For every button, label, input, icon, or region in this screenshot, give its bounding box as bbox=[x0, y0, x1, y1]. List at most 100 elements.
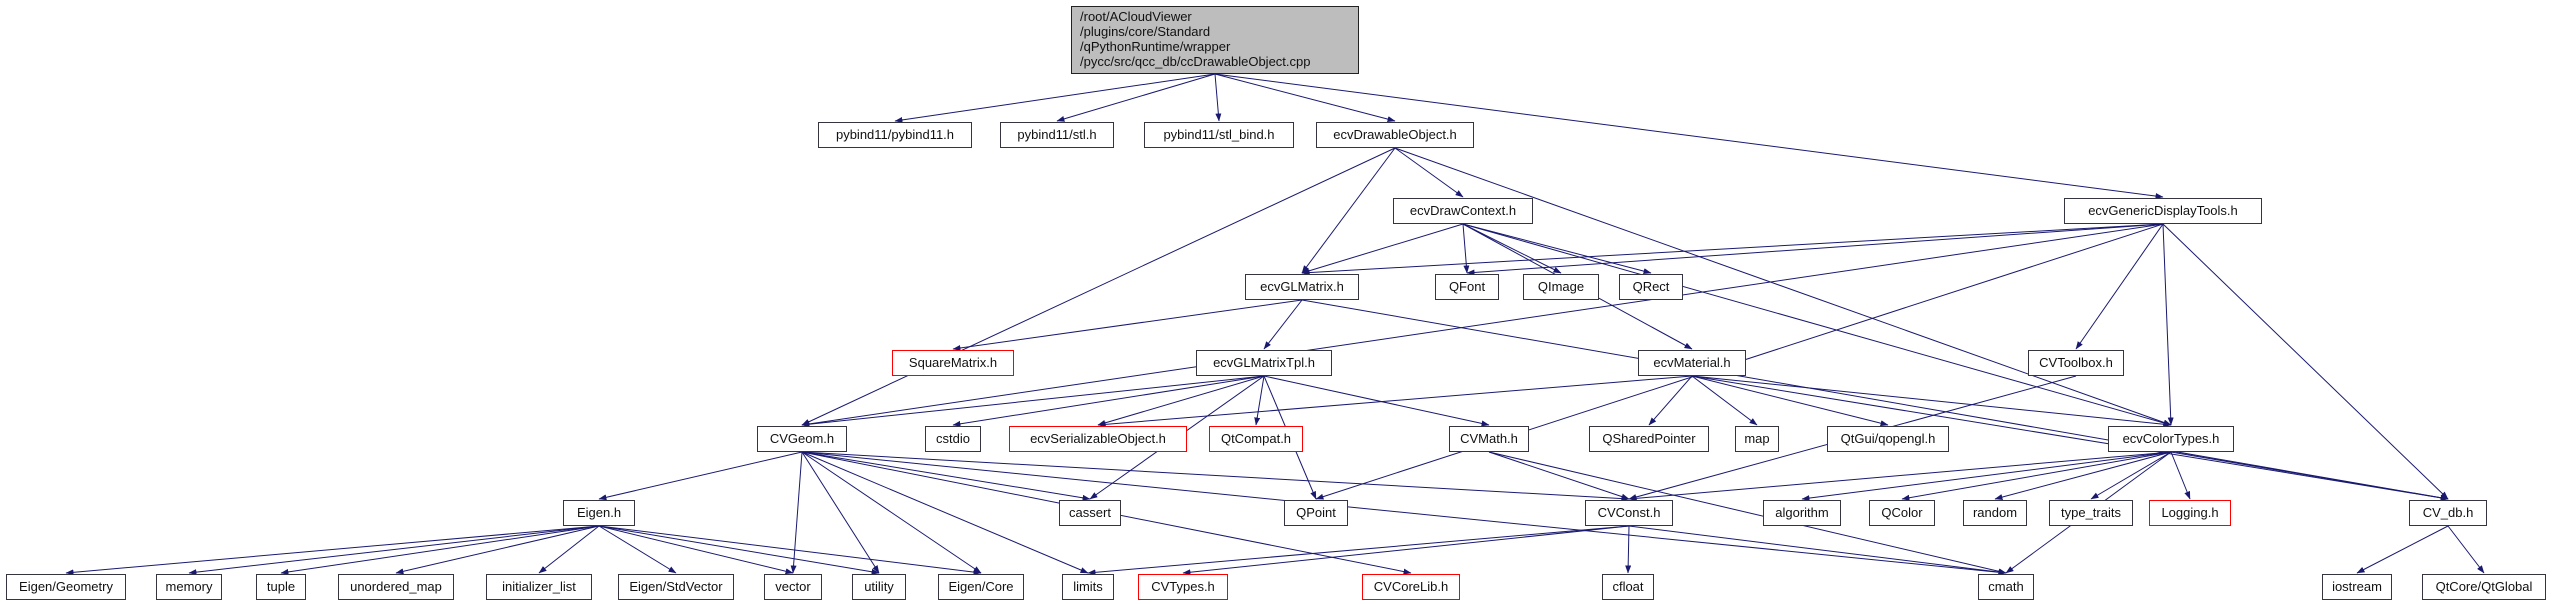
include-edge bbox=[1648, 375, 1693, 426]
include-edge bbox=[598, 525, 794, 575]
node-tuple[interactable]: tuple bbox=[256, 574, 306, 600]
node-cstdio[interactable]: cstdio bbox=[925, 426, 981, 452]
node-cfloat[interactable]: cfloat bbox=[1602, 574, 1654, 600]
node-initializer_list[interactable]: initializer_list bbox=[486, 574, 592, 600]
node-ecvDrawContext[interactable]: ecvDrawContext.h bbox=[1393, 198, 1533, 224]
include-edge bbox=[1628, 451, 2172, 502]
node-Eigen_Core[interactable]: Eigen/Core bbox=[938, 574, 1024, 600]
include-edge bbox=[1056, 73, 1216, 122]
include-edge bbox=[2447, 525, 2485, 574]
node-CVCoreLib[interactable]: CVCoreLib.h bbox=[1362, 574, 1460, 600]
include-edge bbox=[2170, 451, 2191, 500]
node-Logging[interactable]: Logging.h bbox=[2149, 500, 2231, 526]
node-limits[interactable]: limits bbox=[1062, 574, 1114, 600]
include-edge bbox=[1254, 375, 1265, 426]
node-ecvMaterial[interactable]: ecvMaterial.h bbox=[1638, 350, 1746, 376]
node-QSharedPointer[interactable]: QSharedPointer bbox=[1589, 426, 1709, 452]
include-edge bbox=[1214, 73, 1222, 122]
include-edge bbox=[1394, 147, 2172, 426]
node-CVTypes[interactable]: CVTypes.h bbox=[1138, 574, 1228, 600]
node-QColor[interactable]: QColor bbox=[1869, 500, 1935, 526]
include-edge bbox=[65, 525, 600, 576]
node-CVConst[interactable]: CVConst.h bbox=[1585, 500, 1673, 526]
include-edge bbox=[801, 451, 880, 574]
node-map[interactable]: map bbox=[1735, 426, 1779, 452]
include-edge bbox=[2170, 451, 2449, 501]
node-Eigen_Geometry[interactable]: Eigen/Geometry bbox=[6, 574, 126, 600]
node-iostream[interactable]: iostream bbox=[2322, 574, 2392, 600]
node-ecvGLMatrix[interactable]: ecvGLMatrix.h bbox=[1245, 274, 1359, 300]
include-edge bbox=[894, 73, 1216, 123]
node-CVToolbox[interactable]: CVToolbox.h bbox=[2028, 350, 2124, 376]
include-edge bbox=[538, 525, 600, 574]
include-edge bbox=[952, 299, 1303, 351]
node-pybind11_pybind11[interactable]: pybind11/pybind11.h bbox=[818, 122, 972, 148]
include-edge bbox=[598, 525, 982, 576]
node-Eigen_StdVector[interactable]: Eigen/StdVector bbox=[618, 574, 734, 600]
include-edge bbox=[801, 451, 2007, 576]
node-QFont[interactable]: QFont bbox=[1435, 274, 1499, 300]
include-edge bbox=[801, 451, 982, 574]
include-edge bbox=[1394, 147, 1464, 198]
node-utility[interactable]: utility bbox=[852, 574, 906, 600]
include-edge bbox=[801, 223, 2164, 427]
node-QtCompat[interactable]: QtCompat.h bbox=[1209, 426, 1303, 452]
include-edge bbox=[1488, 451, 1630, 500]
include-edge bbox=[1628, 525, 2007, 576]
include-edge bbox=[1488, 451, 2007, 575]
node-random[interactable]: random bbox=[1963, 500, 2027, 526]
include-edge bbox=[1301, 299, 2449, 501]
node-ecvColorTypes[interactable]: ecvColorTypes.h bbox=[2108, 426, 2234, 452]
node-Eigen_h[interactable]: Eigen.h bbox=[563, 500, 635, 526]
node-root[interactable]: /root/ACloudViewer /plugins/core/Standar… bbox=[1071, 6, 1359, 74]
include-edge bbox=[1462, 223, 1562, 274]
include-edge bbox=[1301, 223, 2164, 276]
node-CVMath[interactable]: CVMath.h bbox=[1449, 426, 1529, 452]
node-memory[interactable]: memory bbox=[156, 574, 222, 600]
include-edge bbox=[2162, 223, 2174, 426]
node-pybind11_stl_bind[interactable]: pybind11/stl_bind.h bbox=[1144, 122, 1294, 148]
node-ecvSerializableObject[interactable]: ecvSerializableObject.h bbox=[1009, 426, 1187, 452]
node-cassert[interactable]: cassert bbox=[1059, 500, 1121, 526]
node-vector[interactable]: vector bbox=[764, 574, 822, 600]
include-edge bbox=[1214, 73, 2164, 200]
include-edge bbox=[952, 375, 1265, 427]
node-type_traits[interactable]: type_traits bbox=[2049, 500, 2133, 526]
include-edge bbox=[598, 451, 803, 501]
node-QRect[interactable]: QRect bbox=[1619, 274, 1683, 300]
include-edge bbox=[801, 147, 1396, 426]
include-edge bbox=[801, 451, 1091, 501]
node-cmath[interactable]: cmath bbox=[1978, 574, 2034, 600]
include-edge bbox=[1691, 375, 1758, 426]
include-edge bbox=[395, 525, 600, 575]
include-edge bbox=[1801, 451, 2172, 502]
include-edge bbox=[1625, 525, 1632, 574]
include-edge bbox=[1301, 223, 1464, 274]
node-QPoint[interactable]: QPoint bbox=[1284, 500, 1348, 526]
include-edge bbox=[790, 451, 803, 574]
node-CV_db[interactable]: CV_db.h bbox=[2409, 500, 2487, 526]
node-ecvGLMatrixTpl[interactable]: ecvGLMatrixTpl.h bbox=[1196, 350, 1332, 376]
node-QtCore_QtGlobal[interactable]: QtCore/QtGlobal bbox=[2422, 574, 2546, 600]
node-ecvDrawableObject[interactable]: ecvDrawableObject.h bbox=[1316, 122, 1474, 148]
include-edge bbox=[2090, 451, 2172, 500]
node-QtGui_qopengl[interactable]: QtGui/qopengl.h bbox=[1827, 426, 1949, 452]
include-edge bbox=[1466, 223, 2164, 276]
include-edge bbox=[801, 451, 1089, 574]
include-edge bbox=[598, 525, 880, 575]
node-SquareMatrix[interactable]: SquareMatrix.h bbox=[892, 350, 1014, 376]
node-algorithm[interactable]: algorithm bbox=[1763, 500, 1841, 526]
node-unordered_map[interactable]: unordered_map bbox=[338, 574, 454, 600]
include-edge bbox=[1691, 375, 2449, 501]
include-edge bbox=[1994, 451, 2172, 500]
node-pybind11_stl[interactable]: pybind11/stl.h bbox=[1000, 122, 1114, 148]
node-ecvGenericDisplayTools[interactable]: ecvGenericDisplayTools.h bbox=[2064, 198, 2262, 224]
include-edge bbox=[1462, 223, 1652, 275]
include-edge bbox=[598, 525, 677, 574]
include-edge bbox=[1263, 375, 1490, 427]
node-CVGeom[interactable]: CVGeom.h bbox=[757, 426, 847, 452]
include-edge bbox=[1462, 223, 2172, 426]
node-QImage[interactable]: QImage bbox=[1523, 274, 1599, 300]
